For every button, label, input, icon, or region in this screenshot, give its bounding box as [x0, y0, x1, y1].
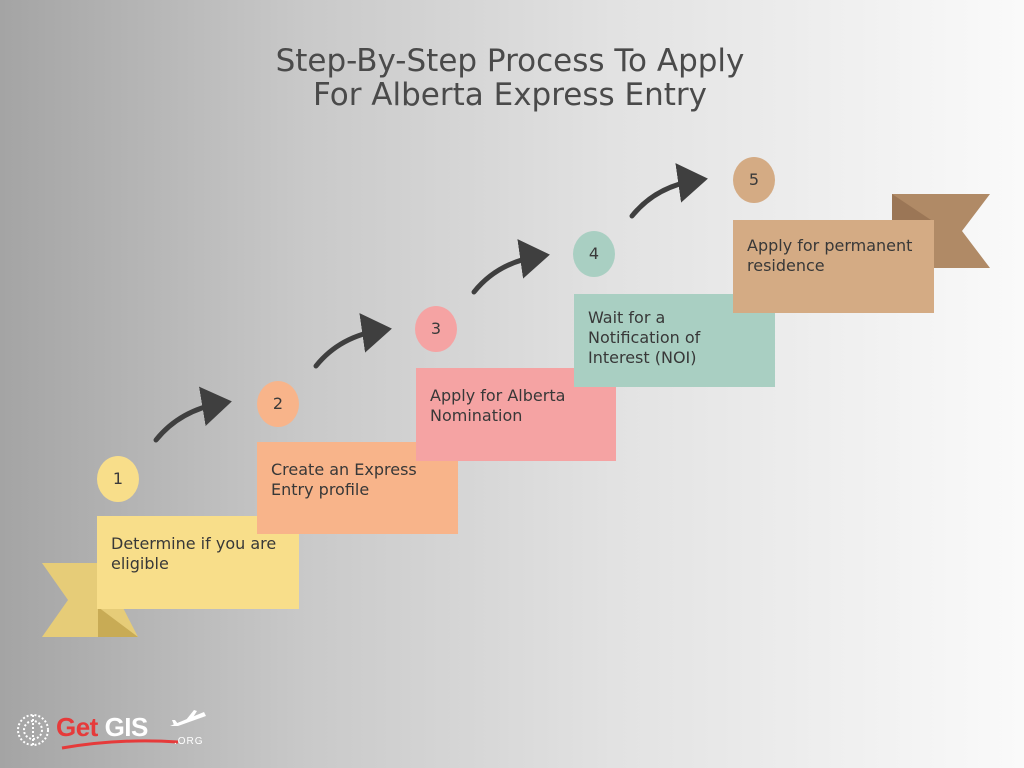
ribbon-tail-left — [42, 563, 138, 637]
logo-wordmark: Get GIS — [56, 712, 148, 743]
title-line-2: For Alberta Express Entry — [313, 77, 707, 113]
airplane-icon — [170, 710, 206, 726]
globe-icon — [17, 714, 49, 746]
arrow-3-to-4 — [471, 239, 550, 295]
step-5-number: 5 — [733, 157, 775, 203]
logo-swoosh — [61, 739, 179, 750]
page-title: Step-By-Step Process To Apply For Albert… — [0, 44, 1020, 112]
step-3-number: 3 — [415, 306, 457, 352]
arrow-4-to-5 — [629, 163, 708, 219]
logo-word-gis: GIS — [104, 712, 149, 742]
step-5-card: Apply for permanent residence — [733, 220, 934, 313]
arrow-1-to-2 — [153, 386, 232, 443]
logo-word-get: Get — [56, 712, 98, 742]
title-line-1: Step-By-Step Process To Apply — [275, 43, 745, 79]
arrow-2-to-3 — [313, 313, 392, 369]
step-2-number: 2 — [257, 381, 299, 427]
step-4-number: 4 — [573, 231, 615, 277]
step-1-number: 1 — [97, 456, 139, 502]
getgis-logo: Get GIS .ORG — [16, 706, 216, 756]
ribbon-fold-left — [98, 607, 138, 637]
logo-suffix: .ORG — [174, 736, 204, 747]
